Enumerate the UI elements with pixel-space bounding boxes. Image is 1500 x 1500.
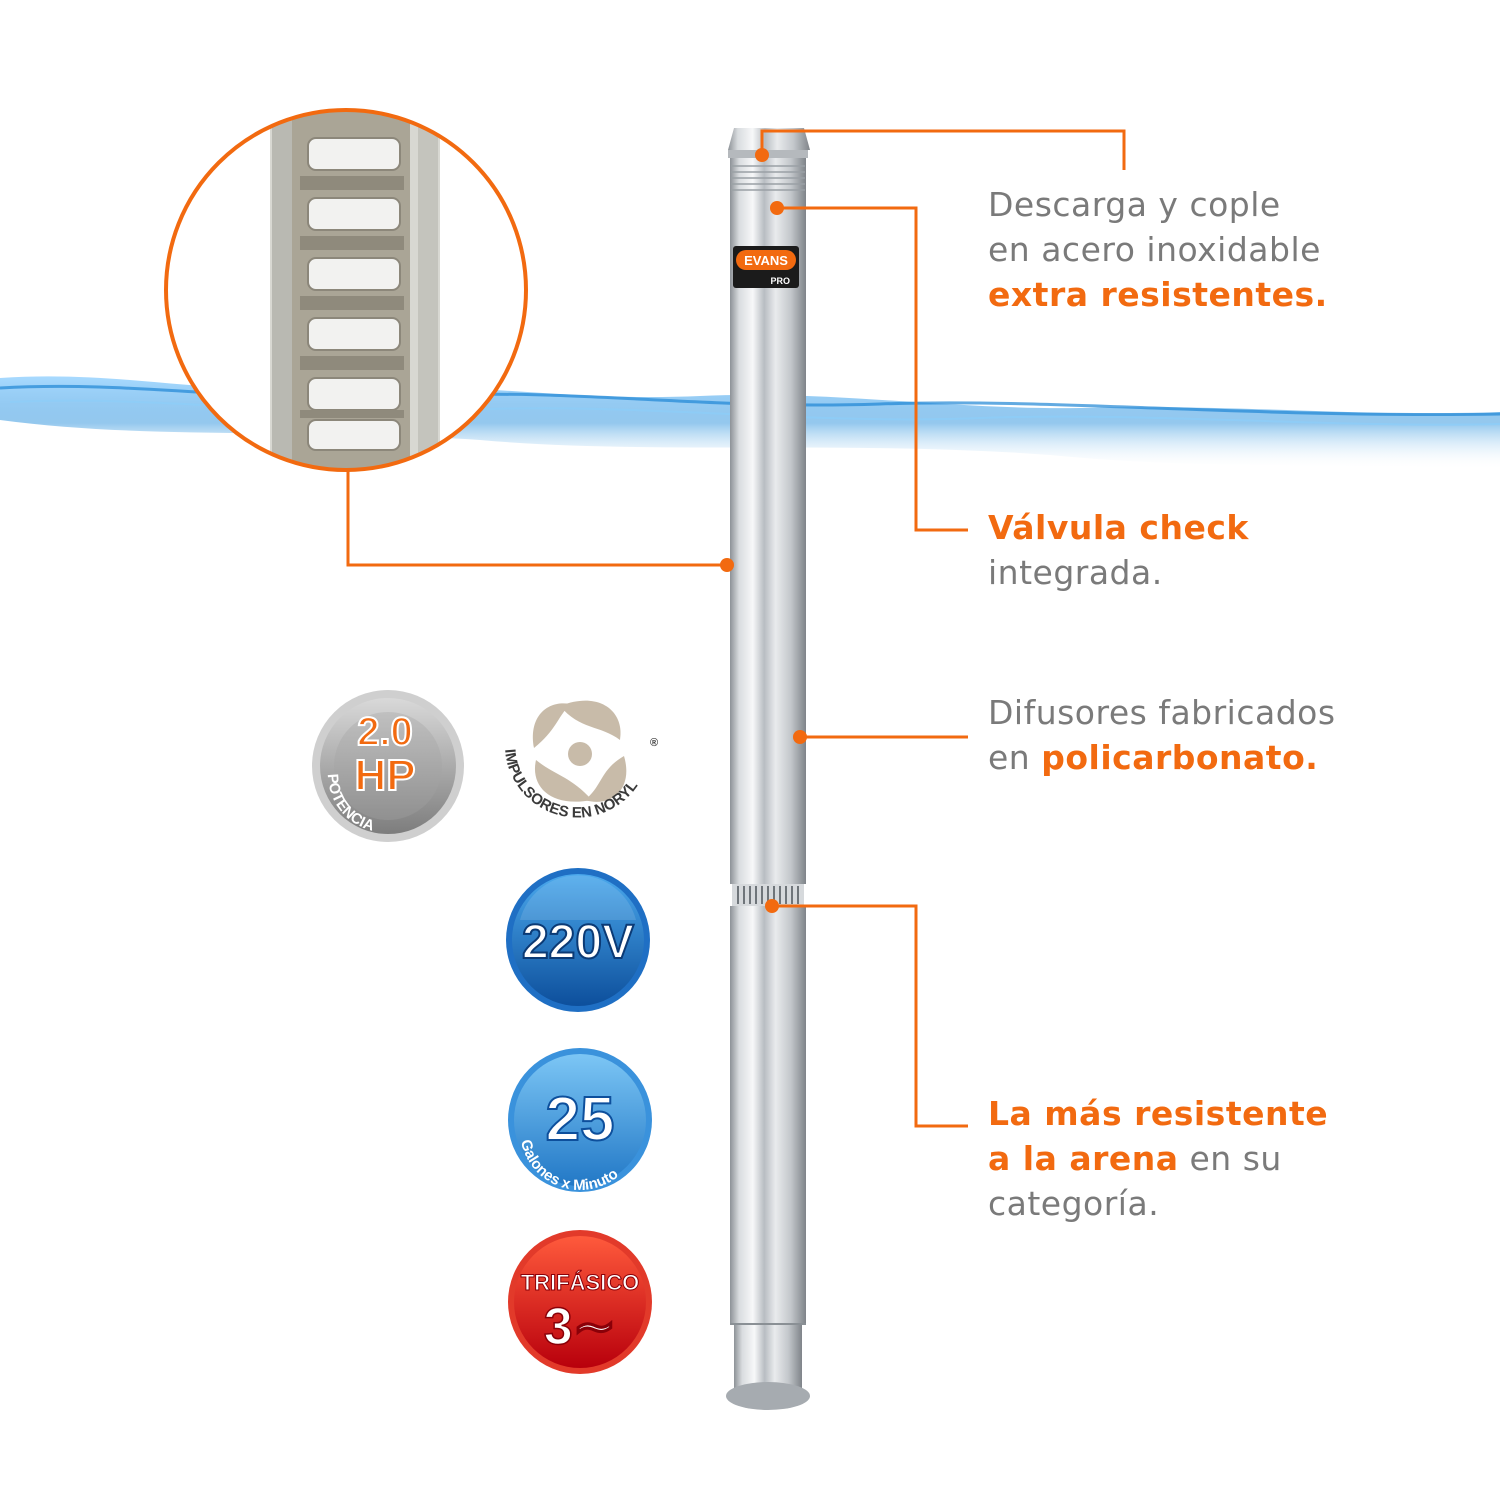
callout-line-sand <box>772 904 968 1128</box>
callout-lines <box>346 129 1126 1128</box>
feature-diffusers-line1: Difusores fabricados <box>988 693 1336 732</box>
feature-sand-suffix: en su <box>1178 1139 1282 1178</box>
badge-voltage: 220V <box>506 868 650 1012</box>
feature-check-valve-line2: integrada. <box>988 553 1163 592</box>
callout-dot-diffusers <box>793 730 807 744</box>
callout-dot-check-valve <box>770 201 784 215</box>
feature-sand-highlight2: a la arena <box>988 1139 1179 1178</box>
badge-impellers: IMPULSORES EN NORYL ® <box>501 688 658 822</box>
brand-logo: EVANS <box>744 253 788 268</box>
callout-dot-discharge <box>755 148 769 162</box>
zoom-detail-circle <box>164 108 528 472</box>
feature-sand: La más resistente a la arena en su categ… <box>988 1091 1328 1226</box>
callout-line-discharge <box>760 129 1126 170</box>
submersible-pump <box>726 128 810 1410</box>
badge-power: 2.0 HP POTENCIA <box>312 690 464 842</box>
feature-diffusers-prefix: en <box>988 738 1042 777</box>
badge-power-value: 2.0 <box>357 710 413 754</box>
feature-discharge-line2: en acero inoxidable <box>988 230 1321 269</box>
feature-diffusers: Difusores fabricados en policarbonato. <box>988 690 1336 780</box>
badge-flow-value: 25 <box>546 1085 615 1154</box>
feature-discharge-line1: Descarga y cople <box>988 185 1281 224</box>
callout-dot-sand <box>765 899 779 913</box>
badge-voltage-value: 220V <box>522 916 634 969</box>
brand-sub-text: PRO <box>770 276 790 286</box>
feature-diffusers-highlight: policarbonato. <box>1041 738 1319 777</box>
badge-flow: 25 Galones x Minuto <box>508 1048 652 1194</box>
callout-dots <box>720 148 807 913</box>
badge-motor-bottom: 3∼ <box>544 1298 617 1356</box>
feature-sand-line3: categoría. <box>988 1184 1160 1223</box>
feature-discharge: Descarga y cople en acero inoxidable ext… <box>988 182 1328 317</box>
badge-motor: MOTOR TRIFÁSICO 3∼ <box>508 1207 652 1374</box>
impeller-icon <box>532 700 627 802</box>
callout-line-check-valve <box>777 206 968 532</box>
feature-sand-highlight1: La más resistente <box>988 1094 1329 1133</box>
feature-check-valve-highlight: Válvula check <box>988 508 1249 547</box>
registered-mark: ® <box>650 737 658 749</box>
callout-dot-zoom <box>720 558 734 572</box>
badge-power-unit: HP <box>354 751 415 800</box>
brand-label: EVANS PRO <box>733 246 799 288</box>
feature-check-valve: Válvula check integrada. <box>988 505 1249 595</box>
callout-line-zoom <box>346 468 727 567</box>
feature-discharge-highlight: extra resistentes. <box>988 275 1328 314</box>
badge-motor-middle: TRIFÁSICO <box>521 1270 640 1295</box>
